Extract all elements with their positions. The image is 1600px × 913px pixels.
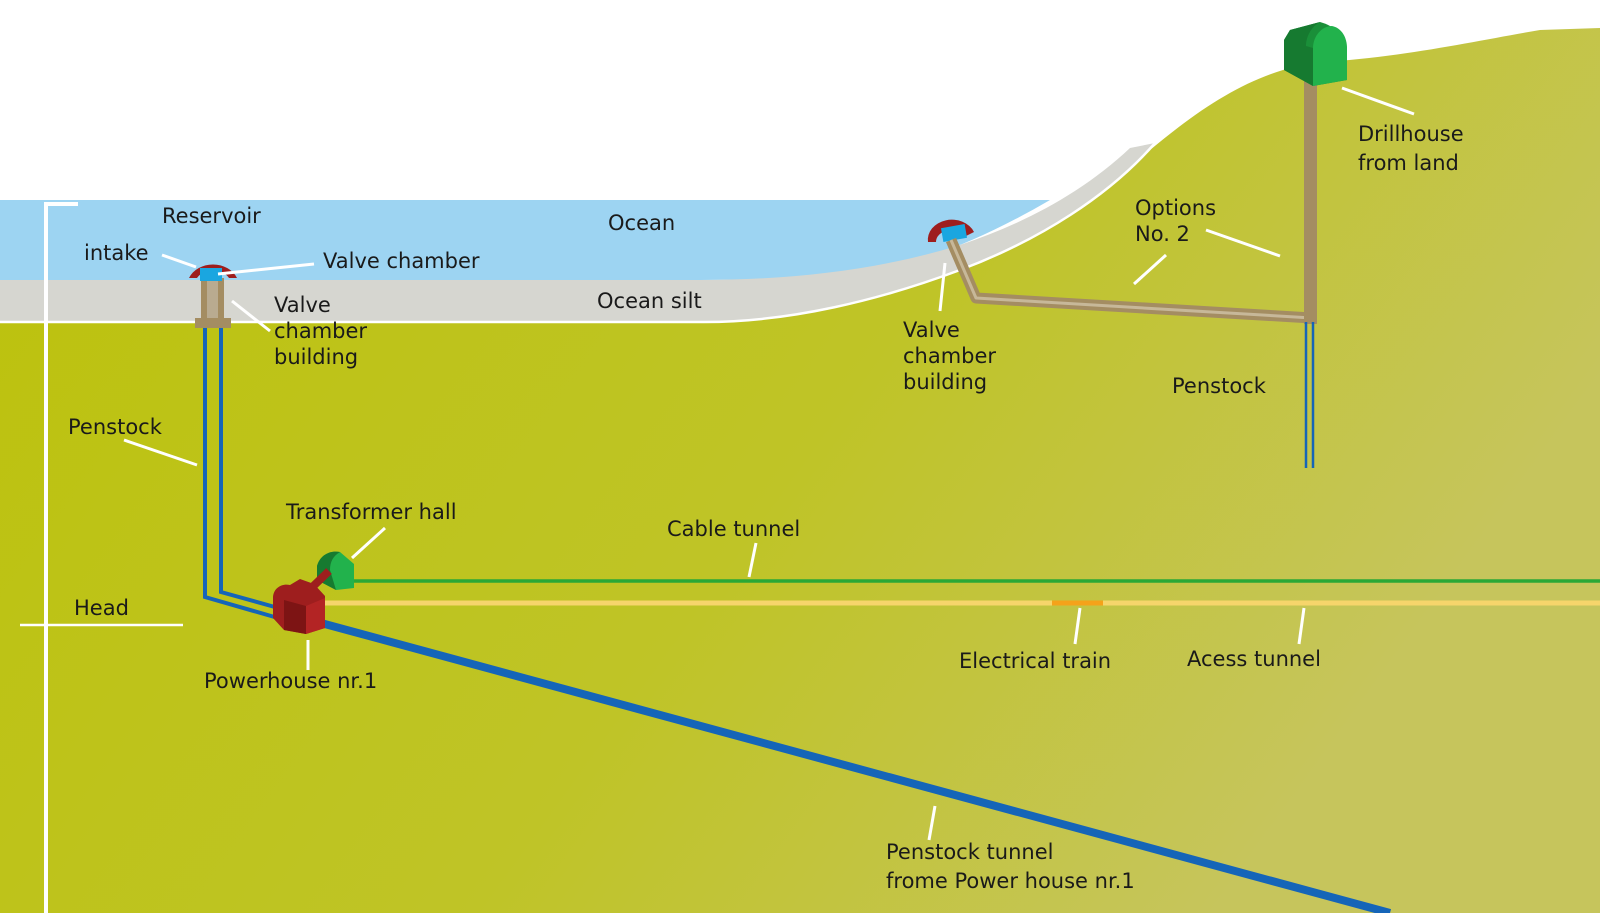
ocean-silt	[0, 143, 1155, 322]
label-ocean: Ocean	[608, 211, 675, 235]
leader-drillhouse	[1341, 86, 1415, 116]
leader-lines	[123, 86, 1415, 841]
penstock-left-a	[203, 328, 279, 620]
leader-options-b	[1132, 253, 1168, 286]
label-powerhouse: Powerhouse nr.1	[204, 669, 377, 693]
valve-chamber-right	[940, 224, 968, 242]
ground	[0, 28, 1600, 913]
label-options-2: No. 2	[1135, 222, 1190, 246]
leader-electrical-train	[1073, 607, 1082, 645]
label-valve-building-left-3: building	[274, 345, 358, 369]
label-valve-building-left-2: chamber	[274, 319, 367, 343]
ocean	[0, 200, 1050, 280]
leader-transformer-hall	[350, 526, 387, 560]
label-intake: intake	[84, 241, 149, 265]
leader-access-tunnel	[1297, 607, 1306, 645]
valve-chamber-building-left	[195, 318, 231, 328]
label-transformer-hall: Transformer hall	[285, 500, 457, 524]
leader-valve-chamber	[217, 262, 315, 276]
label-valve-building-left-1: Valve	[274, 293, 331, 317]
label-penstock-tunnel-1: Penstock tunnel	[886, 840, 1053, 864]
label-head: Head	[74, 596, 129, 620]
label-cable-tunnel: Cable tunnel	[667, 517, 800, 541]
label-reservoir: Reservoir	[162, 204, 261, 228]
label-penstock-left: Penstock	[68, 415, 163, 439]
label-options-1: Options	[1135, 196, 1216, 220]
label-electrical-train: Electrical train	[959, 649, 1111, 673]
label-valve-building-right-2: chamber	[903, 344, 996, 368]
leader-intake	[161, 253, 197, 269]
label-penstock-right: Penstock	[1172, 374, 1267, 398]
leader-valve-building-right	[938, 262, 947, 312]
label-ocean-silt: Ocean silt	[597, 289, 702, 313]
valve-shaft-left-inner	[207, 278, 218, 320]
options-no2-pipe-highlight	[949, 239, 1313, 320]
leader-valve-building-left	[231, 299, 271, 333]
valve-chamber-left	[200, 268, 222, 281]
label-penstock-tunnel-2: frome Power house nr.1	[886, 869, 1135, 893]
label-drillhouse-1: Drillhouse	[1358, 122, 1464, 146]
powerhouse-building	[273, 579, 325, 634]
label-access-tunnel: Acess tunnel	[1187, 647, 1321, 671]
valve-chamber-dome-left	[189, 264, 237, 278]
label-valve-building-right-1: Valve	[903, 318, 960, 342]
penstock-tunnel	[308, 616, 1392, 913]
leader-options-a	[1205, 228, 1281, 258]
label-valve-building-right-3: building	[903, 370, 987, 394]
leader-cable-tunnel	[747, 542, 758, 578]
drill-shaft	[1304, 78, 1317, 324]
drillhouse-building	[1284, 22, 1347, 86]
label-valve-chamber: Valve chamber	[323, 249, 480, 273]
leader-penstock-tunnel	[927, 805, 937, 841]
penstock-left-b	[219, 328, 283, 611]
leader-penstock-left	[123, 438, 198, 467]
label-drillhouse-2: from land	[1358, 151, 1459, 175]
